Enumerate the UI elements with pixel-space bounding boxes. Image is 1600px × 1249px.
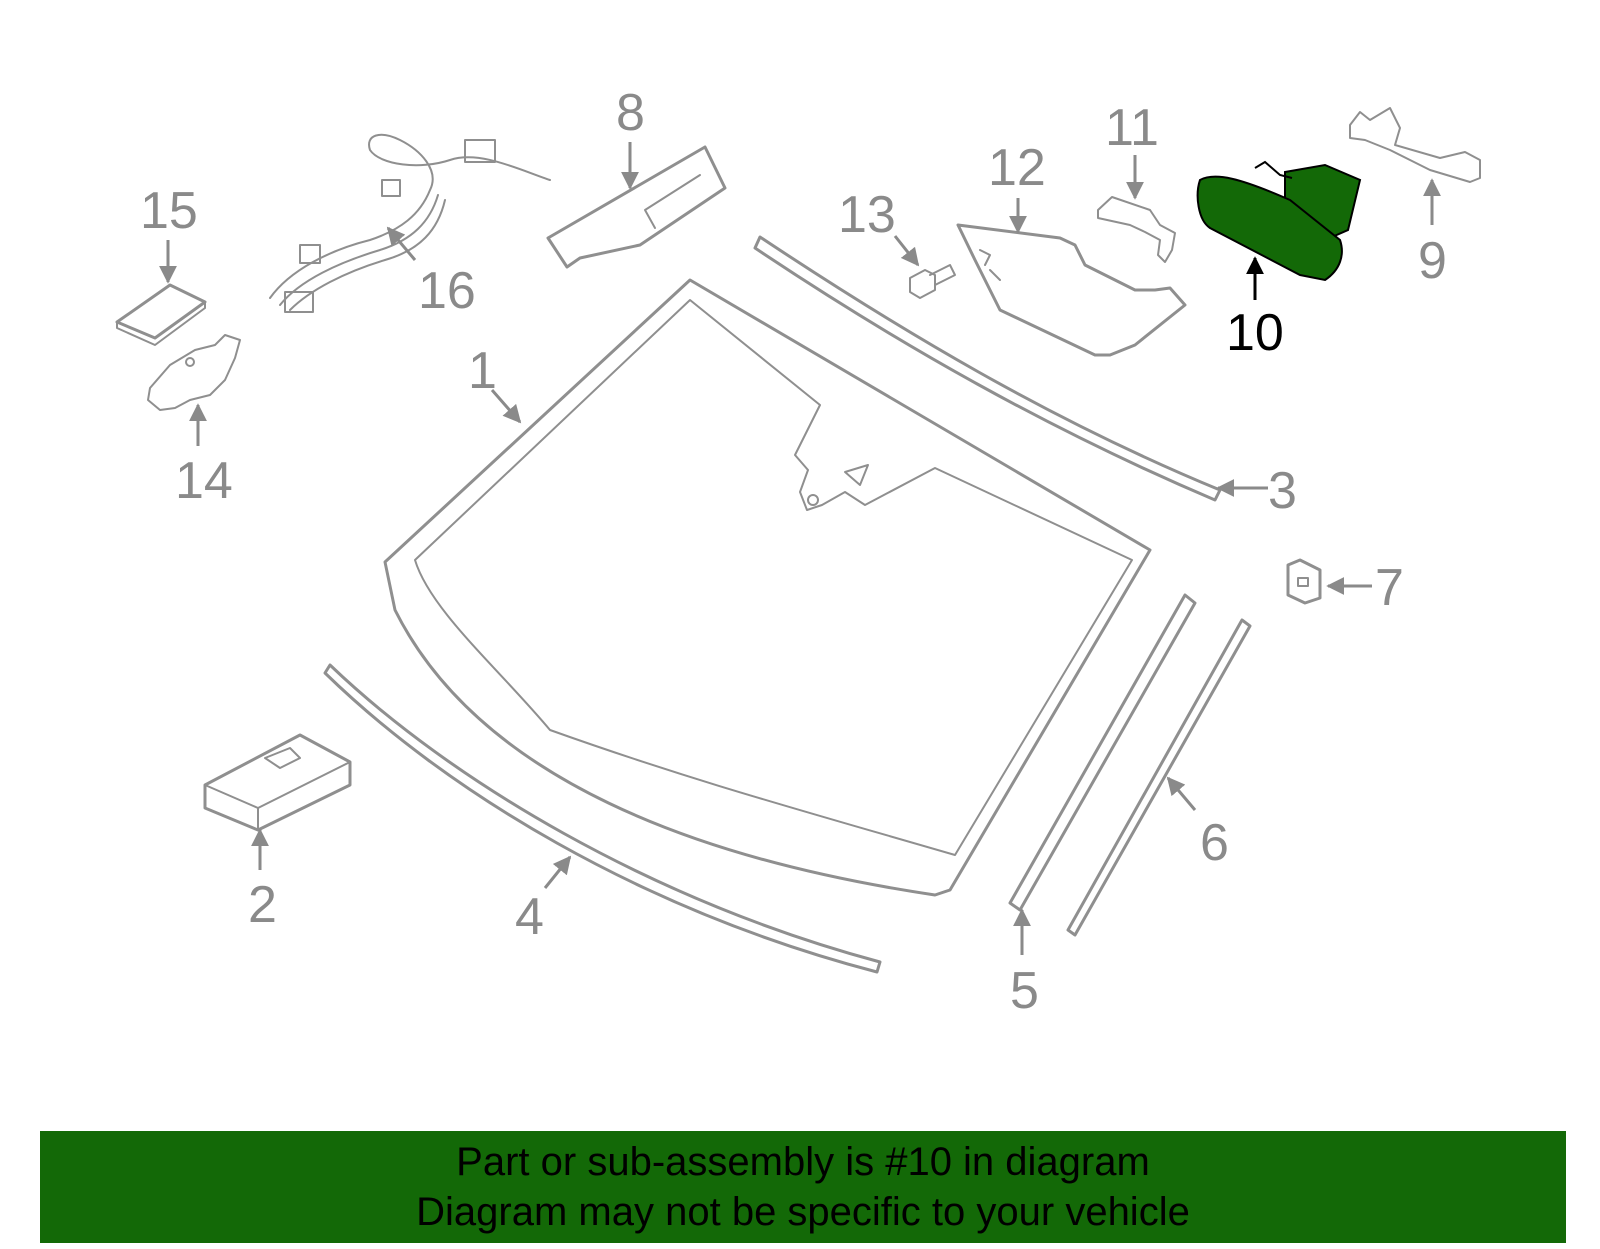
callout-9: 9 bbox=[1418, 232, 1447, 290]
callout-5: 5 bbox=[1010, 962, 1039, 1020]
part-3-top-molding bbox=[753, 235, 1222, 502]
part-9-bracket bbox=[1349, 107, 1481, 183]
callout-10: 10 bbox=[1226, 304, 1284, 362]
part-7-clip bbox=[1286, 558, 1322, 605]
info-banner: Part or sub-assembly is #10 in diagram D… bbox=[40, 1131, 1566, 1243]
callout-8: 8 bbox=[616, 84, 645, 142]
part-14-clip bbox=[147, 334, 241, 411]
part-15-pad bbox=[115, 283, 207, 346]
callout-arrows bbox=[159, 142, 1441, 955]
callout-16: 16 bbox=[418, 262, 476, 320]
callout-13: 13 bbox=[838, 186, 896, 244]
part-11-bracket bbox=[1097, 196, 1176, 263]
callout-3: 3 bbox=[1268, 462, 1297, 520]
callout-1: 1 bbox=[468, 342, 497, 400]
part-16-harness bbox=[269, 133, 551, 313]
part-4-lower-molding bbox=[323, 663, 882, 974]
part-windshield bbox=[383, 278, 1152, 897]
banner-line-2: Diagram may not be specific to your vehi… bbox=[416, 1190, 1190, 1234]
callout-12: 12 bbox=[988, 139, 1046, 197]
part-13-bolt bbox=[909, 264, 956, 299]
callout-14: 14 bbox=[175, 452, 233, 510]
part-6-side-molding bbox=[1066, 618, 1252, 937]
callout-15: 15 bbox=[140, 182, 198, 240]
callout-7: 7 bbox=[1375, 559, 1404, 617]
part-8-cover bbox=[546, 145, 727, 269]
callout-11: 11 bbox=[1105, 99, 1159, 157]
banner-line-1: Part or sub-assembly is #10 in diagram bbox=[456, 1140, 1150, 1184]
callout-6: 6 bbox=[1200, 814, 1229, 872]
callout-4: 4 bbox=[515, 888, 544, 946]
callout-2: 2 bbox=[248, 876, 277, 934]
parts-diagram: 1 2 3 4 5 6 7 8 9 10 11 12 13 14 15 16 bbox=[115, 84, 1481, 1020]
part-12-cover bbox=[956, 223, 1187, 357]
part-10-mirror bbox=[1196, 160, 1362, 282]
part-2-block bbox=[203, 733, 352, 832]
